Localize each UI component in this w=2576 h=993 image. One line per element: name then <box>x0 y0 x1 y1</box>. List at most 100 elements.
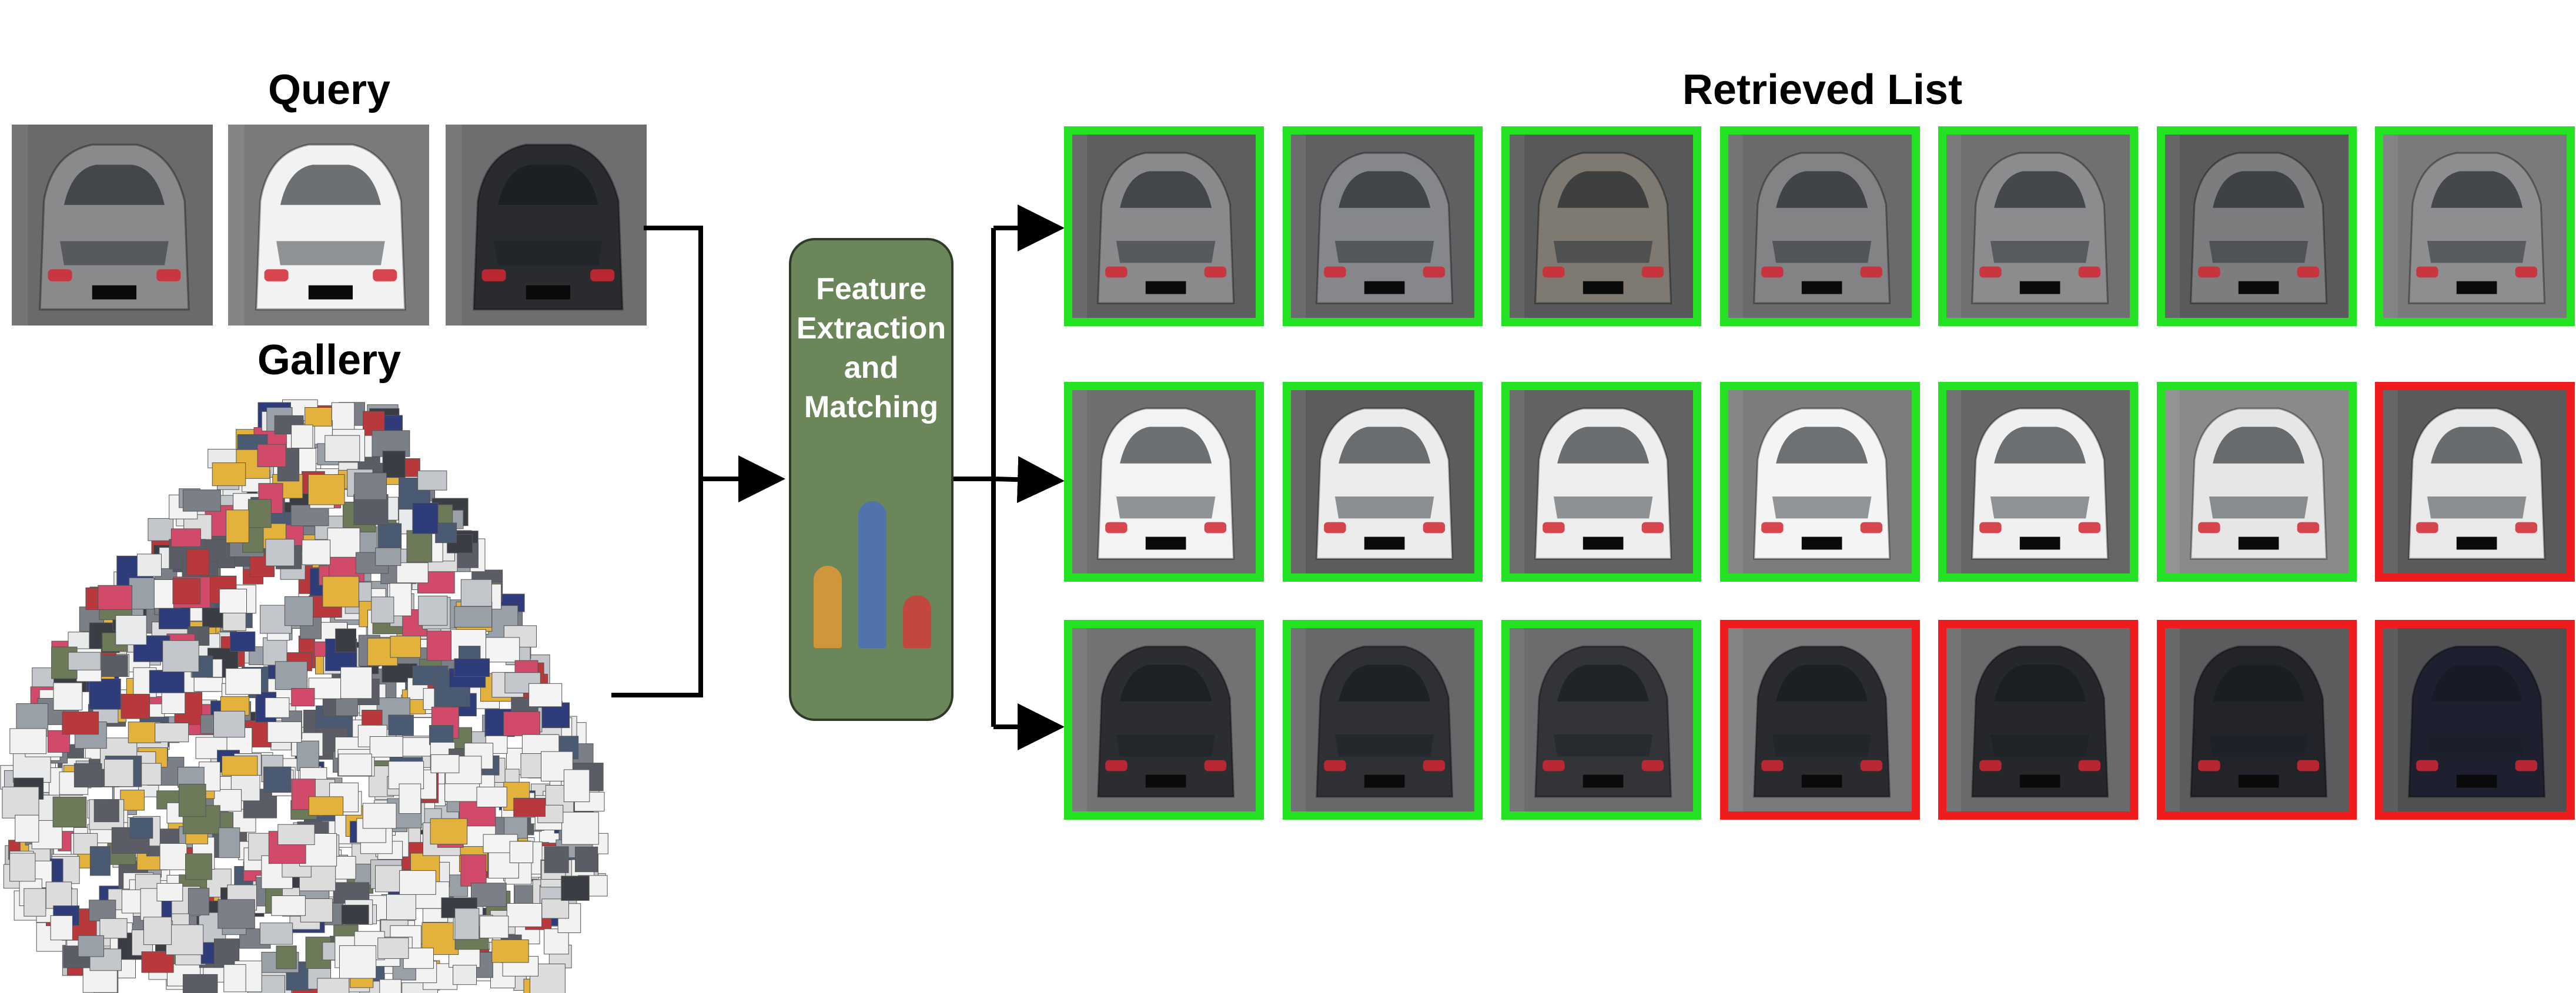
gallery-thumbnail <box>377 937 409 959</box>
arrow-to-row-2 <box>993 456 1065 504</box>
gallery-thumbnail <box>155 723 189 743</box>
gallery-thumbnail <box>418 595 448 626</box>
gallery-thumbnail <box>335 628 357 653</box>
retrieved-image-r3-c5 <box>1938 620 2138 820</box>
gallery-thumbnail <box>115 615 147 645</box>
gallery-thumbnail <box>89 900 116 921</box>
retrieved-image-r1-c6 <box>2157 126 2357 326</box>
gallery-thumbnail <box>222 756 258 776</box>
retrieved-image-r1-c1 <box>1064 126 1264 326</box>
gallery-thumbnail <box>166 924 204 955</box>
gallery-thumbnail <box>322 576 360 608</box>
gallery-thumbnail <box>399 870 436 895</box>
gallery-thumbnail <box>263 638 287 666</box>
bar-icon-orange <box>814 566 842 648</box>
gallery-thumbnail <box>354 472 387 500</box>
gallery-thumbnail <box>99 918 128 939</box>
retrieved-image-r3-c4 <box>1720 620 1920 820</box>
gallery-thumbnail <box>561 811 599 845</box>
gallery-thumbnail <box>98 585 133 610</box>
gallery-thumbnail <box>178 784 206 817</box>
gallery-thumbnail <box>156 883 183 902</box>
gallery-thumbnail <box>265 697 290 718</box>
gallery-connector <box>611 479 703 697</box>
gallery-thumbnail <box>212 462 246 487</box>
gallery-thumbnail <box>24 888 46 917</box>
gallery-thumbnail <box>544 846 569 873</box>
gallery-thumbnail <box>563 769 590 803</box>
gallery-thumbnail <box>182 489 221 512</box>
gallery-thumbnail <box>296 740 319 771</box>
gallery-thumbnail <box>162 640 199 672</box>
gallery-thumbnail <box>186 549 209 576</box>
gallery-thumbnail <box>544 928 569 955</box>
gallery-thumbnail <box>129 817 153 839</box>
gallery-thumbnail <box>50 915 73 941</box>
query-connector <box>644 226 703 479</box>
gallery-thumbnail <box>291 688 315 707</box>
gallery-thumbnail <box>331 402 355 430</box>
gallery-thumbnail <box>483 637 520 663</box>
gallery-thumbnail <box>185 853 212 880</box>
gallery-thumbnail <box>139 763 162 786</box>
gallery-thumbnail <box>509 841 534 864</box>
gallery-thumbnail <box>226 509 249 544</box>
gallery-thumbnail <box>93 799 119 823</box>
gallery-thumbnail <box>9 728 46 754</box>
gallery-thumbnail <box>73 763 102 788</box>
gallery-thumbnail <box>460 579 492 607</box>
retrieved-image-r3-c6 <box>2157 620 2357 820</box>
feature-extraction-label: Feature Extraction and Matching <box>796 272 946 424</box>
retrieved-image-r3-c2 <box>1283 620 1483 820</box>
gallery-thumbnail <box>379 979 402 993</box>
gallery-thumbnail <box>141 951 174 973</box>
gallery-thumbnail <box>324 435 360 462</box>
retrieved-list-title: Retrieved List <box>1682 66 1963 113</box>
gallery-thumbnail <box>338 753 372 776</box>
bar-icon-blue <box>858 501 886 648</box>
gallery-thumbnail <box>426 630 451 661</box>
feature-extraction-box: Feature Extraction and Matching <box>789 238 954 721</box>
query-image-2 <box>228 125 429 326</box>
retrieved-image-r2-c3 <box>1501 382 1701 582</box>
gallery-thumbnail <box>15 814 39 843</box>
gallery-thumbnail <box>369 736 403 757</box>
retrieved-image-r1-c4 <box>1720 126 1920 326</box>
gallery-thumbnail <box>188 888 210 915</box>
gallery-image-cloud <box>0 399 608 993</box>
gallery-thumbnail <box>170 528 201 547</box>
gallery-thumbnail <box>276 945 297 969</box>
gallery-thumbnail <box>479 915 509 938</box>
gallery-thumbnail <box>148 518 174 541</box>
gallery-thumbnail <box>406 530 433 563</box>
gallery-thumbnail <box>528 683 563 707</box>
gallery-thumbnail <box>454 606 492 628</box>
retrieved-image-r2-c5 <box>1938 382 2138 582</box>
gallery-thumbnail <box>53 682 83 710</box>
retrieved-image-r3-c1 <box>1064 620 1264 820</box>
gallery-thumbnail <box>412 502 439 534</box>
gallery-thumbnail <box>143 917 172 945</box>
gallery-thumbnail <box>120 790 145 811</box>
gallery-thumbnail <box>386 894 416 920</box>
gallery-thumbnail <box>317 978 350 993</box>
gallery-thumbnail <box>218 899 255 929</box>
gallery-thumbnail <box>305 407 332 427</box>
gallery-thumbnail <box>300 898 333 922</box>
gallery-thumbnail <box>121 693 150 719</box>
gallery-thumbnail <box>89 679 121 710</box>
gallery-thumbnail <box>78 935 105 957</box>
gallery-title: Gallery <box>257 337 402 384</box>
gallery-thumbnail <box>129 577 155 610</box>
gallery-thumbnail <box>430 818 468 845</box>
gallery-thumbnail <box>503 711 541 736</box>
retrieved-image-r2-c1 <box>1064 382 1264 582</box>
retrieved-image-r1-c3 <box>1501 126 1701 326</box>
gallery-thumbnail <box>161 692 186 714</box>
gallery-thumbnail <box>476 786 507 808</box>
gallery-thumbnail <box>267 721 302 743</box>
retrieved-image-r3-c7 <box>2375 620 2575 820</box>
gallery-thumbnail <box>159 843 188 870</box>
gallery-thumbnail <box>454 908 480 940</box>
gallery-thumbnail <box>377 523 402 549</box>
